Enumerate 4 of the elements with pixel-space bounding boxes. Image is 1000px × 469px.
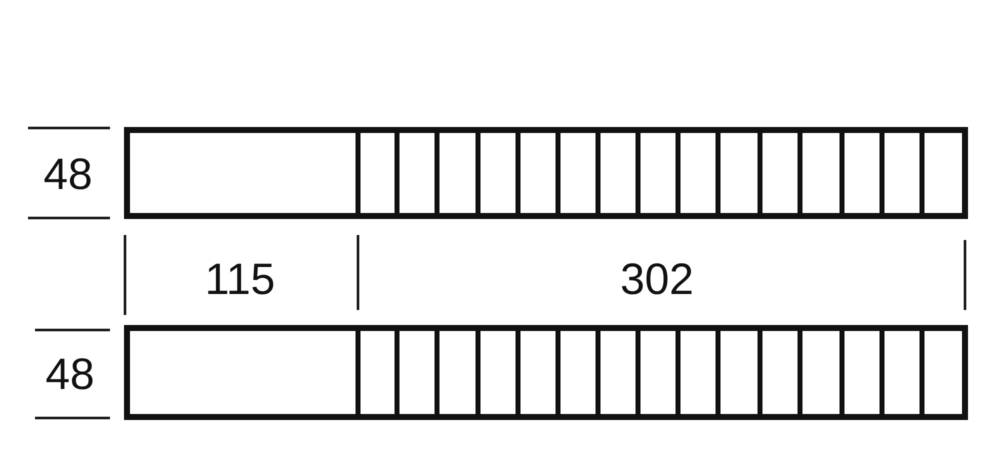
dimension-label: 48 — [44, 153, 92, 197]
dimension-label: 48 — [46, 353, 94, 397]
dimension-label: 115 — [204, 258, 276, 302]
dimension-label: 302 — [620, 258, 694, 302]
